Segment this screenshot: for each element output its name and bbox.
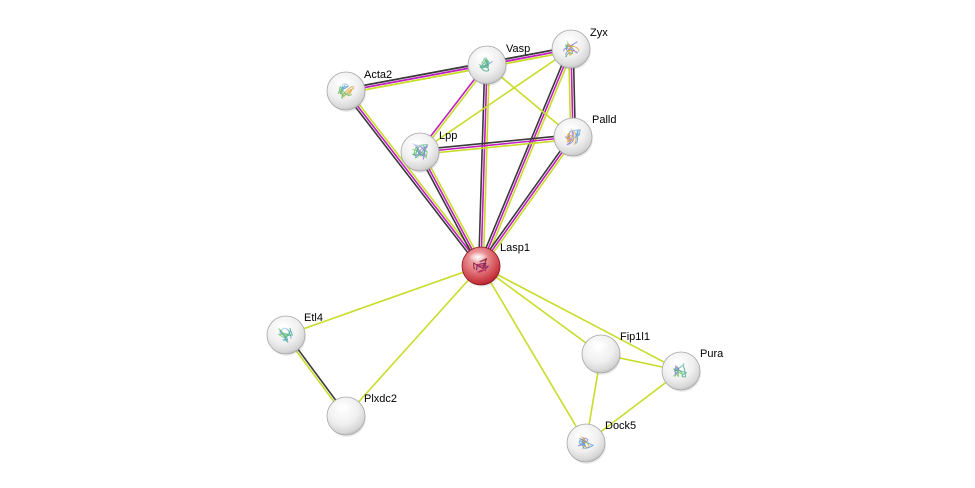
edge-evidence-line-yellow	[285, 265, 482, 336]
edge-evidence-line-yellow	[419, 138, 575, 156]
node-vasp[interactable]: Vasp	[467, 43, 530, 86]
edge-evidence-line-yellow	[482, 137, 576, 269]
protein-structure-glyph	[338, 86, 354, 98]
edge-evidence-line-yellow	[480, 265, 602, 355]
protein-structure-glyph	[412, 144, 428, 159]
sphere-highlight	[588, 340, 608, 350]
edge-evidence-line-yellow	[421, 150, 484, 266]
node-dock5[interactable]: Dock5	[566, 420, 636, 464]
edge-evidence-line-magenta	[480, 48, 572, 267]
node-label-palld: Palld	[592, 114, 616, 126]
protein-structure-glyph	[674, 364, 680, 376]
node-fip1l1[interactable]: Fip1l1	[581, 331, 650, 375]
protein-structure-glyph	[566, 129, 577, 145]
node-label-fip1l1: Fip1l1	[620, 331, 650, 343]
node-etl4[interactable]: Etl4	[266, 312, 323, 356]
edge-evidence-line-magenta	[419, 136, 574, 153]
edge-evidence-line-yellow	[482, 49, 574, 268]
edge-evidence-line-black	[343, 91, 480, 269]
edge-evidence-line-yellow	[419, 48, 572, 153]
sphere-highlight	[573, 429, 593, 439]
protein-structure-glyph	[337, 85, 353, 99]
sphere-highlight	[558, 35, 578, 45]
edge-evidence-line-yellow	[482, 64, 491, 267]
node-label-zyx: Zyx	[590, 27, 608, 39]
node-pura[interactable]: Pura	[661, 348, 724, 392]
node-label-plxdc2: Plxdc2	[364, 393, 397, 405]
edge-evidence-line-yellow	[480, 265, 682, 372]
edge-lasp1-lpp[interactable]	[417, 150, 484, 268]
sphere-highlight	[468, 252, 488, 262]
node-lpp[interactable]: Lpp	[400, 130, 457, 173]
node-lasp1[interactable]: Lasp1	[461, 242, 530, 287]
edge-evidence-line-magenta	[419, 151, 482, 267]
node-acta2[interactable]: Acta2	[326, 69, 392, 112]
edge-evidence-line-black	[477, 64, 486, 267]
edge-evidence-line-black	[417, 152, 480, 268]
node-label-lasp1: Lasp1	[500, 242, 530, 254]
edge-lpp-zyx[interactable]	[419, 48, 572, 153]
node-label-lpp: Lpp	[439, 130, 457, 142]
edge-pura-dock5[interactable]	[585, 370, 682, 444]
protein-structure-glyph	[566, 43, 580, 57]
sphere-highlight	[407, 138, 427, 148]
sphere-highlight	[273, 321, 293, 331]
protein-structure-glyph	[578, 437, 594, 449]
edge-lasp1-fip1l1[interactable]	[480, 265, 602, 355]
edge-evidence-line-magenta	[480, 64, 488, 267]
node-label-vasp: Vasp	[506, 43, 530, 55]
node-label-pura: Pura	[700, 348, 724, 360]
sphere-highlight	[560, 123, 580, 133]
edge-evidence-line-yellow	[585, 370, 682, 444]
edge-evidence-line-yellow	[345, 265, 482, 417]
node-zyx[interactable]: Zyx	[551, 27, 608, 70]
edge-lasp1-dock5[interactable]	[480, 265, 587, 444]
node-label-acta2: Acta2	[364, 69, 392, 81]
edge-evidence-line-yellow	[480, 265, 587, 444]
protein-structure-glyph	[580, 435, 590, 450]
edge-evidence-line-yellow	[347, 88, 484, 266]
node-plxdc2[interactable]: Plxdc2	[326, 393, 397, 437]
edge-lasp1-vasp[interactable]	[477, 64, 491, 267]
node-palld[interactable]: Palld	[553, 114, 616, 158]
edge-lasp1-palld[interactable]	[478, 134, 576, 269]
edge-evidence-line-magenta	[480, 136, 574, 267]
sphere-highlight	[333, 77, 353, 87]
edge-lpp-palld[interactable]	[418, 133, 575, 156]
edge-evidence-line-magenta	[345, 90, 482, 267]
edge-evidence-line-black	[418, 133, 574, 151]
sphere-highlight	[333, 402, 353, 412]
protein-structure-glyph	[279, 327, 294, 343]
node-label-etl4: Etl4	[304, 312, 323, 324]
edge-lasp1-plxdc2[interactable]	[345, 265, 482, 417]
edge-lasp1-etl4[interactable]	[285, 265, 482, 336]
node-label-dock5: Dock5	[605, 420, 636, 432]
protein-structure-glyph	[476, 263, 487, 273]
protein-structure-glyph	[411, 143, 428, 160]
edge-lasp1-pura[interactable]	[480, 265, 682, 372]
sphere-highlight	[668, 357, 688, 367]
edge-evidence-line-black	[478, 47, 570, 266]
edge-lasp1-zyx[interactable]	[478, 47, 574, 268]
edge-evidence-line-black	[478, 134, 572, 266]
edge-lasp1-acta2[interactable]	[343, 88, 484, 269]
sphere-highlight	[474, 51, 494, 61]
